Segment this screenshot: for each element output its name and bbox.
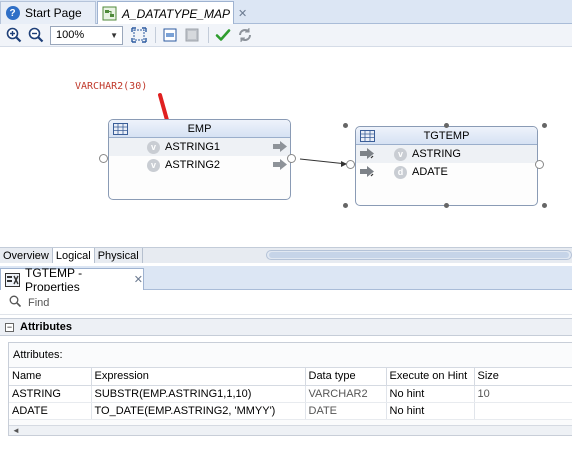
attributes-table: Name Expression Data type Execute on Hin… bbox=[9, 368, 572, 420]
fit-to-window-icon[interactable] bbox=[129, 25, 149, 45]
scroll-left-icon[interactable]: ◄ bbox=[12, 426, 20, 435]
column-header-data-type[interactable]: Data type bbox=[305, 368, 387, 386]
validate-disabled-icon[interactable] bbox=[182, 25, 202, 45]
attributes-caption: Attributes: bbox=[9, 343, 572, 368]
properties-icon bbox=[5, 272, 20, 287]
attribute-name: ADATE bbox=[412, 166, 448, 178]
input-arrow-icon[interactable] bbox=[360, 166, 376, 181]
mapping-icon bbox=[102, 6, 117, 21]
close-icon[interactable]: ✕ bbox=[133, 274, 143, 286]
target-out-port[interactable] bbox=[535, 160, 544, 169]
column-header-size[interactable]: Size bbox=[474, 368, 572, 386]
source-in-port[interactable] bbox=[99, 154, 108, 163]
zoom-out-icon[interactable] bbox=[26, 25, 46, 45]
attributes-panel: Attributes: Name Expression Data type Ex… bbox=[8, 342, 572, 436]
toolbar-separator bbox=[155, 27, 156, 43]
zoom-value: 100% bbox=[56, 29, 85, 41]
node-title: TGTEMP bbox=[423, 129, 470, 142]
connector-arrowhead bbox=[341, 161, 347, 167]
table-row[interactable]: ASTRING SUBSTR(EMP.ASTRING1,1,10) VARCHA… bbox=[9, 385, 572, 403]
selection-handle[interactable] bbox=[542, 123, 547, 128]
cell-execute-on-hint[interactable]: No hint bbox=[386, 402, 475, 420]
tab-start-page-label: Start Page bbox=[25, 6, 82, 20]
cell-name[interactable]: ADATE bbox=[9, 402, 92, 420]
output-arrow-icon[interactable] bbox=[273, 159, 287, 173]
table-icon bbox=[113, 123, 128, 138]
cell-name[interactable]: ASTRING bbox=[9, 385, 92, 403]
chevron-down-icon: ▼ bbox=[110, 30, 118, 40]
properties-tab-label: TGTEMP - Properties bbox=[25, 265, 83, 294]
table-row[interactable]: ADATE TO_DATE(EMP.ASTRING2, 'MMYY') DATE… bbox=[9, 402, 572, 420]
close-icon[interactable]: ✕ bbox=[238, 8, 248, 20]
selection-handle[interactable] bbox=[542, 203, 547, 208]
attribute-row[interactable]: v ASTRING1 bbox=[109, 138, 290, 156]
cell-expression[interactable]: TO_DATE(EMP.ASTRING2, 'MMYY') bbox=[91, 402, 306, 420]
scrollbar-thumb[interactable] bbox=[269, 252, 569, 258]
column-header-execute-on-hint[interactable]: Execute on Hint bbox=[386, 368, 475, 386]
selection-handle[interactable] bbox=[343, 203, 348, 208]
tab-tgtemp-properties[interactable]: TGTEMP - Properties ✕ bbox=[0, 266, 144, 294]
find-field[interactable]: Find bbox=[0, 291, 572, 315]
attribute-row[interactable]: v ASTRING2 bbox=[109, 156, 290, 174]
attributes-section-header[interactable]: − Attributes bbox=[0, 318, 572, 336]
node-header: TGTEMP bbox=[356, 127, 537, 145]
cell-execute-on-hint[interactable]: No hint bbox=[386, 385, 475, 403]
column-header-expression[interactable]: Expression bbox=[91, 368, 306, 386]
node-header: EMP bbox=[109, 120, 290, 138]
selection-handle[interactable] bbox=[343, 123, 348, 128]
editor-tab-bar: ? Start Page A_DATATYPE_MAP ✕ bbox=[0, 0, 572, 25]
search-icon bbox=[9, 295, 22, 310]
target-node-tgtemp[interactable]: TGTEMP v ASTRING d ADATE bbox=[355, 126, 538, 206]
attribute-name: ASTRING2 bbox=[165, 159, 221, 171]
datatype-annotation: VARCHAR2(30) bbox=[75, 81, 148, 92]
layout-icon[interactable] bbox=[160, 25, 180, 45]
table-header-row: Name Expression Data type Execute on Hin… bbox=[9, 368, 572, 386]
node-title: EMP bbox=[187, 122, 212, 135]
selection-handle[interactable] bbox=[444, 123, 449, 128]
attribute-row[interactable]: d ADATE bbox=[356, 163, 537, 181]
cell-data-type[interactable]: VARCHAR2 bbox=[305, 385, 387, 403]
find-placeholder: Find bbox=[28, 296, 50, 309]
refresh-icon[interactable] bbox=[235, 25, 255, 45]
properties-tab-bar: TGTEMP - Properties ✕ bbox=[0, 266, 572, 294]
mapping-connector[interactable] bbox=[299, 158, 348, 165]
input-arrow-icon[interactable] bbox=[360, 148, 376, 163]
help-icon: ? bbox=[5, 6, 20, 21]
cell-size[interactable] bbox=[474, 402, 572, 420]
output-arrow-icon[interactable] bbox=[273, 141, 287, 155]
diagram-toolbar: 100% ▼ bbox=[0, 24, 572, 47]
section-title: Attributes bbox=[20, 321, 72, 333]
cell-data-type[interactable]: DATE bbox=[305, 402, 387, 420]
cell-size[interactable]: 10 bbox=[474, 385, 572, 403]
varchar-badge-icon: v bbox=[147, 140, 160, 154]
varchar-badge-icon: v bbox=[394, 147, 407, 161]
attribute-name: ASTRING bbox=[412, 148, 461, 160]
varchar-badge-icon: v bbox=[147, 158, 160, 172]
tab-start-page[interactable]: ? Start Page bbox=[0, 1, 96, 24]
table-icon bbox=[360, 130, 375, 145]
canvas-horizontal-scrollbar[interactable] bbox=[266, 250, 572, 260]
cell-expression[interactable]: SUBSTR(EMP.ASTRING1,1,10) bbox=[91, 385, 306, 403]
target-in-port[interactable] bbox=[346, 160, 355, 169]
tab-a-datatype-map-label: A_DATATYPE_MAP bbox=[122, 6, 231, 21]
tab-physical[interactable]: Physical bbox=[95, 248, 143, 263]
attribute-row[interactable]: v ASTRING bbox=[356, 145, 537, 163]
tab-overview[interactable]: Overview bbox=[0, 248, 53, 263]
table-horizontal-scrollbar[interactable]: ◄ bbox=[9, 425, 572, 435]
tab-logical[interactable]: Logical bbox=[52, 248, 95, 263]
attribute-name: ASTRING1 bbox=[165, 141, 221, 153]
toolbar-separator bbox=[208, 27, 209, 43]
zoom-in-icon[interactable] bbox=[4, 25, 24, 45]
tab-a-datatype-map[interactable]: A_DATATYPE_MAP ✕ bbox=[97, 1, 247, 25]
source-node-emp[interactable]: EMP v ASTRING1 v ASTRING2 bbox=[108, 119, 291, 200]
mapping-canvas[interactable]: VARCHAR2(30) EMP v ASTRING1 v ASTRING2 bbox=[0, 48, 572, 248]
column-header-name[interactable]: Name bbox=[9, 368, 92, 386]
zoom-select[interactable]: 100% ▼ bbox=[50, 25, 123, 45]
date-badge-icon: d bbox=[394, 165, 407, 179]
collapse-icon[interactable]: − bbox=[5, 321, 14, 332]
selection-handle[interactable] bbox=[444, 203, 449, 208]
source-out-port[interactable] bbox=[287, 154, 296, 163]
check-icon[interactable] bbox=[213, 25, 233, 45]
